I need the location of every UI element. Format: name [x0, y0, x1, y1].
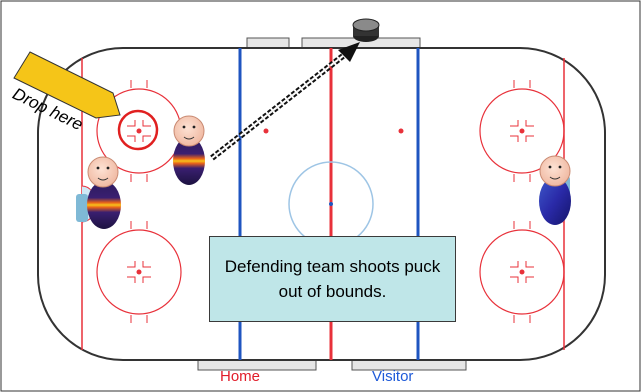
goal-net-left: [76, 194, 88, 222]
play-caption-text: Defending team shoots puck out of bounds…: [224, 257, 441, 301]
puck-icon[interactable]: [352, 18, 380, 42]
faceoff-circle-top-right: [479, 80, 565, 182]
arrowhead-icon: [338, 42, 360, 62]
home-label: Home: [220, 368, 261, 385]
neutral-dot: [263, 128, 269, 134]
drop-here-arrow: [13, 51, 121, 119]
play-caption: Defending team shoots puck out of bounds…: [209, 236, 456, 322]
visitor-label: Visitor: [372, 368, 414, 385]
visitor-player-goalie[interactable]: [539, 155, 571, 225]
home-player-center[interactable]: [173, 115, 205, 185]
drop-target-circle[interactable]: [117, 109, 159, 151]
faceoff-circle-bottom-left: [96, 221, 182, 323]
home-player-goalie[interactable]: [87, 156, 121, 229]
neutral-dot: [398, 128, 404, 134]
center-faceoff-dot: [329, 202, 333, 206]
faceoff-circle-bottom-right: [479, 221, 565, 323]
